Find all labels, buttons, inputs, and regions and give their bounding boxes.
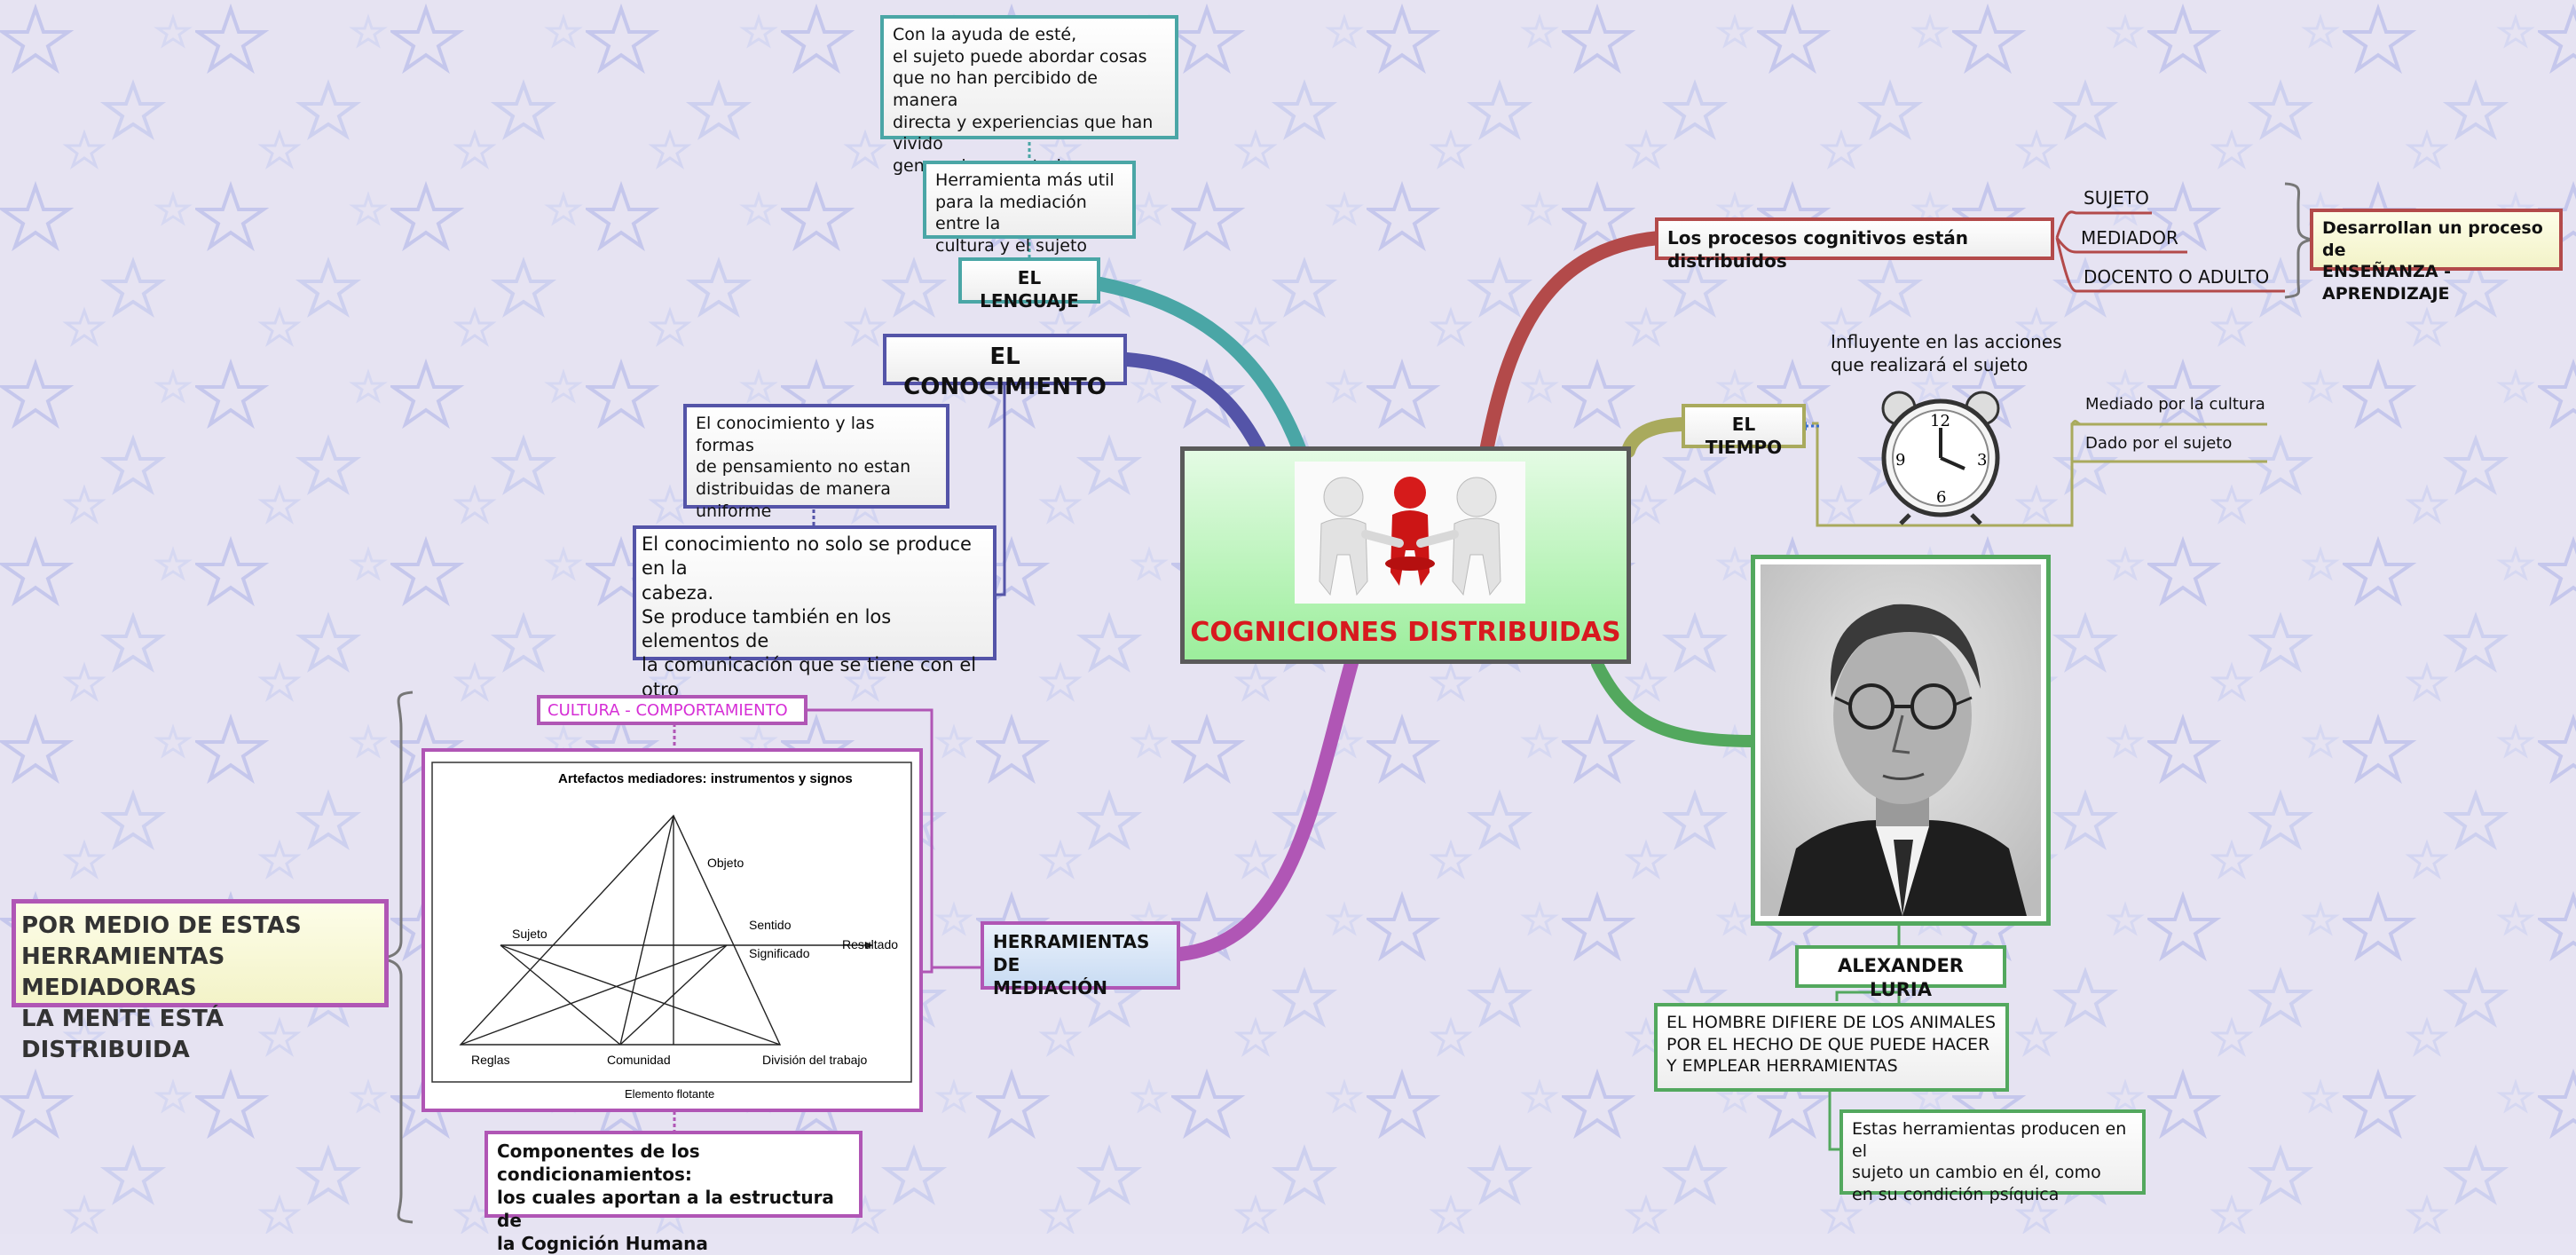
people-handshake-image [1295, 462, 1525, 604]
summary-text: POR MEDIO DE ESTAS HERRAMIENTAS MEDIADOR… [21, 912, 302, 1064]
figure-reglas: Reglas [471, 1053, 510, 1067]
figure-sujeto: Sujeto [512, 927, 547, 941]
figure-sentido: Sentido [749, 918, 792, 932]
procesos-item-docente: DOCENTO O ADULTO [2084, 266, 2270, 288]
figure-title: Artefactos mediadores: instrumentos y si… [558, 771, 853, 786]
luria-portrait-photo [1761, 564, 2041, 916]
lenguaje-note-experiencias: Con la ayuda de esté, el sujeto puede ab… [880, 15, 1178, 176]
figure-resultado: Resultado [842, 937, 898, 951]
tiempo-note-text: Influyente en las acciones que realizará… [1831, 331, 2062, 375]
svg-text:3: 3 [1977, 451, 1987, 470]
conocimiento-note1-text: El conocimiento y las formas de pensamie… [696, 414, 911, 542]
conocimiento-note2-text: El conocimiento no solo se produce en la… [642, 533, 977, 700]
componentes-note: Componentes de los condicionamientos: lo… [484, 1131, 863, 1254]
cultura-text: CULTURA - COMPORTAMIENTO [547, 701, 788, 720]
conocimiento-topic[interactable]: EL CONOCIMIENTO [883, 334, 1127, 400]
componentes-text: Componentes de los condicionamientos: lo… [497, 1141, 834, 1254]
herramientas-label: HERRAMIENTAS DE MEDIACIÓN [993, 931, 1150, 998]
figure-significado: Significado [749, 946, 810, 960]
lenguaje-note-herramienta: Herramienta más util para la mediación e… [923, 161, 1136, 256]
figure-division: División del trabajo [762, 1053, 867, 1067]
figure-objeto: Objeto [707, 856, 744, 870]
svg-text:6: 6 [1936, 488, 1946, 507]
cultura-comportamiento-label: CULTURA - COMPORTAMIENTO [537, 695, 807, 725]
tiempo-topic[interactable]: EL TIEMPO [1682, 404, 1806, 458]
conocimiento-note-cerebro: El conocimiento y las formas de pensamie… [683, 404, 949, 542]
artefactos-figure-frame: Artefactos mediadores: instrumentos y si… [421, 748, 923, 1112]
mente-distribuida-summary[interactable]: POR MEDIO DE ESTAS HERRAMIENTAS MEDIADOR… [12, 899, 389, 1063]
central-title: COGNICIONES DISTRIBUIDAS [1190, 617, 1621, 648]
luria-note-cambio: Estas herramientas producen en el sujeto… [1839, 1109, 2146, 1204]
procesos-label: Los procesos cognitivos están distribuid… [1667, 227, 1969, 272]
svg-text:12: 12 [1930, 412, 1950, 430]
luria-label: ALEXANDER LURIA [1838, 955, 1964, 1001]
lenguaje-topic[interactable]: EL LENGUAJE [958, 257, 1100, 312]
ensenanza-aprendizaje-note: Desarrollan un proceso de ENSEÑANZA - AP… [2310, 209, 2563, 304]
luria-portrait-frame [1751, 555, 2051, 926]
conocimiento-label: EL CONOCIMIENTO [903, 343, 1107, 400]
lenguaje-note-text: Con la ayuda de esté, el sujeto puede ab… [893, 25, 1154, 176]
procesos-topic[interactable]: Los procesos cognitivos están distribuid… [1655, 217, 2054, 272]
alarm-clock-icon: 12 3 6 9 [1881, 391, 2000, 525]
figure-comunidad: Comunidad [607, 1053, 671, 1067]
herramientas-topic[interactable]: HERRAMIENTAS DE MEDIACIÓN [981, 921, 1180, 998]
ensenanza-text: Desarrollan un proceso de ENSEÑANZA - AP… [2322, 218, 2543, 304]
figure-caption: Elemento flotante [625, 1087, 714, 1101]
procesos-item-sujeto: SUJETO [2084, 187, 2149, 209]
tiempo-note: Influyente en las acciones que realizará… [1831, 330, 2062, 376]
luria-topic[interactable]: ALEXANDER LURIA [1795, 945, 2006, 1000]
luria-note1-text: EL HOMBRE DIFIERE DE LOS ANIMALES POR EL… [1666, 1013, 1997, 1077]
lenguaje-label: EL LENGUAJE [980, 267, 1079, 312]
lenguaje-note2-text: Herramienta más util para la mediación e… [935, 170, 1115, 257]
luria-note-herramientas: EL HOMBRE DIFIERE DE LOS ANIMALES POR EL… [1654, 1003, 2009, 1092]
svg-text:9: 9 [1895, 451, 1905, 470]
luria-note2-text: Estas herramientas producen en el sujeto… [1852, 1119, 2127, 1205]
central-topic[interactable]: COGNICIONES DISTRIBUIDAS [1180, 446, 1631, 664]
triangulo-mediacion-diagram: Artefactos mediadores: instrumentos y si… [431, 762, 912, 1101]
tiempo-label: EL TIEMPO [1705, 414, 1783, 458]
conocimiento-note-comunicacion: El conocimiento no solo se produce en la… [633, 525, 997, 700]
tiempo-item-cultura: Mediado por la cultura [2085, 395, 2265, 414]
tiempo-item-sujeto: Dado por el sujeto [2085, 434, 2233, 453]
procesos-item-mediador: MEDIADOR [2081, 227, 2178, 249]
